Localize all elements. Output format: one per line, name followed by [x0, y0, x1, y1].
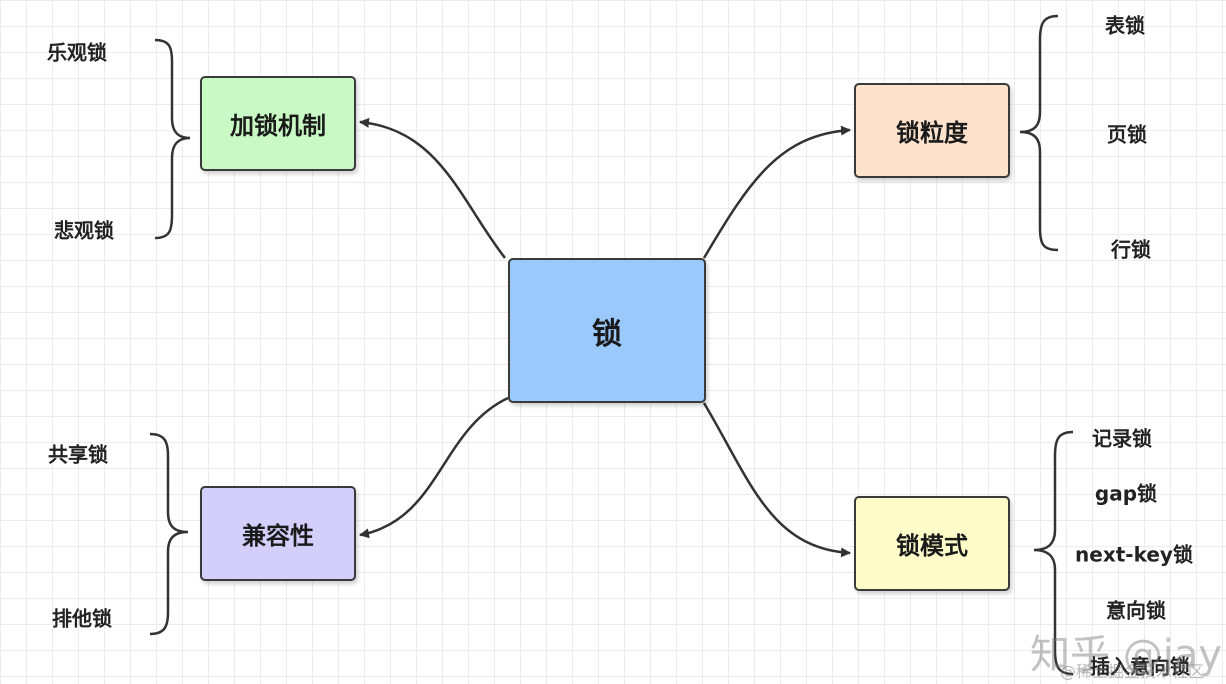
leaf-gap-lock: gap锁: [1094, 481, 1158, 506]
connector-to-granularity: [702, 125, 851, 259]
leaf-exclusive-lock: 排他锁: [52, 606, 112, 631]
branch-node-mechanism: 加锁机制: [200, 76, 356, 171]
center-node-label: 锁: [592, 316, 622, 352]
leaf-table-lock: 表锁: [1105, 13, 1145, 38]
branch-node-granularity: 锁粒度: [854, 83, 1010, 178]
leaf-next-key-lock: next-key锁: [1075, 542, 1193, 567]
leaf-pessimistic-lock: 悲观锁: [54, 218, 114, 243]
branch-node-compatibility: 兼容性: [200, 486, 356, 581]
leaf-intention-lock: 意向锁: [1106, 598, 1166, 623]
leaf-optimistic-lock: 乐观锁: [47, 40, 107, 65]
leaf-page-lock: 页锁: [1107, 122, 1147, 147]
branch-node-label: 锁模式: [896, 532, 968, 560]
leaf-shared-lock: 共享锁: [48, 442, 108, 467]
branch-node-label: 兼容性: [242, 522, 314, 550]
branch-node-label: 锁粒度: [896, 119, 968, 147]
watermark-zhihu: 知乎 @jay: [1030, 632, 1223, 678]
branch-node-mode: 锁模式: [854, 496, 1010, 591]
brace-granularity: [1019, 14, 1059, 252]
brace-compatibility: [149, 432, 189, 636]
brace-mechanism: [154, 38, 191, 240]
branch-node-label: 加锁机制: [230, 112, 326, 140]
leaf-record-lock: 记录锁: [1092, 426, 1152, 451]
connector-to-mode: [702, 402, 851, 558]
leaf-row-lock: 行锁: [1111, 237, 1151, 262]
watermark-juejin: @稀土掘金技术社区: [1060, 662, 1205, 681]
brace-mode: [1033, 430, 1074, 676]
connector-to-mechanism: [359, 117, 506, 259]
leaf-insert-intention-lock: 插入意向锁: [1090, 654, 1190, 679]
center-node-lock: 锁: [508, 258, 706, 403]
connector-to-compatibility: [359, 396, 509, 539]
